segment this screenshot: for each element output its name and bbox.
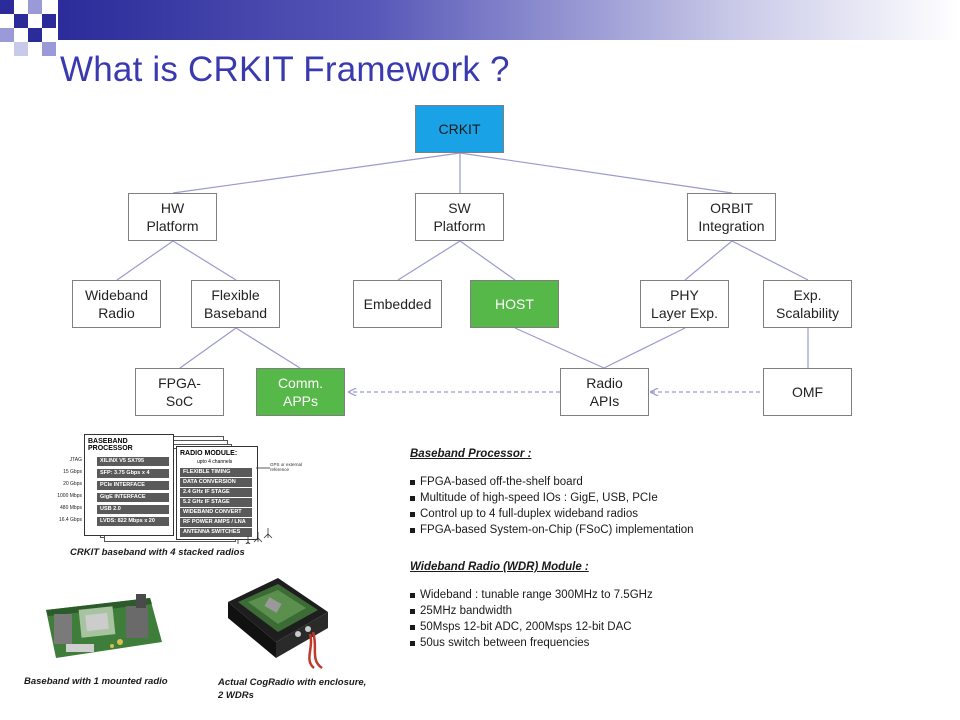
link-crkit-hw (172, 152, 461, 194)
wideband-radio-list: Wideband : tunable range 300MHz to 7.5GH… (410, 587, 653, 651)
bp-row: PCIe INTERFACE (97, 481, 169, 490)
stacked-radios-figure: BASEBAND PROCESSOR XILINX V5 SX795 SFP: … (48, 432, 323, 544)
rm-row: 5.2 GHz IF STAGE (180, 498, 252, 507)
node-hw-platform: HW Platform (128, 193, 217, 241)
node-embedded: Embedded (353, 280, 442, 328)
antenna-icon (237, 467, 273, 544)
node-exp-scalability: Exp. Scalability (763, 280, 852, 328)
link-flexible-fpga (179, 327, 237, 369)
node-orbit-integration: ORBIT Integration (687, 193, 776, 241)
rm-side-label: GPS or external reference (270, 462, 303, 472)
page-title: What is CRKIT Framework ? (60, 50, 510, 89)
bp-row: SFP: 3.75 Gbps x 4 (97, 469, 169, 478)
caption-enclosure: Actual CogRadio with enclosure, 2 WDRs (218, 677, 367, 701)
link-orbit-phy (684, 240, 733, 281)
rm-row: FLEXIBLE TIMING (180, 468, 252, 477)
baseband-processor-list: FPGA-based off-the-shelf board Multitude… (410, 474, 694, 538)
link-hw-wideband (116, 240, 174, 281)
rm-row: RF POWER AMPS / LNA (180, 518, 252, 527)
bp-side-label: 15 Gbps (63, 469, 82, 475)
link-sw-host (459, 240, 516, 281)
bp-side-label: 16.4 Gbps (58, 517, 82, 523)
list-item: Control up to 4 full-duplex wideband rad… (410, 506, 694, 522)
bp-side-label: JTAG (69, 457, 82, 463)
bp-side-label: 1000 Mbps (57, 493, 82, 499)
rm-row: DATA CONVERSION (180, 478, 252, 487)
node-host: HOST (470, 280, 559, 328)
list-item: FPGA-based off-the-shelf board (410, 474, 694, 490)
bp-row: XILINX V5 SX795 (97, 457, 169, 466)
link-phy-radio (603, 327, 686, 369)
wideband-radio-heading: Wideband Radio (WDR) Module : (410, 561, 589, 573)
bp-side-label: 480 Mbps (60, 505, 82, 511)
baseband-processor-panel: BASEBAND PROCESSOR XILINX V5 SX795 SFP: … (84, 434, 174, 536)
baseband-board-photo (46, 594, 162, 658)
title-gradient-bar (58, 0, 960, 40)
rm-title: RADIO MODULE: (180, 450, 238, 457)
node-sw-platform: SW Platform (415, 193, 504, 241)
bp-row: USB 2.0 (97, 505, 169, 514)
rm-subtitle: upto 4 channels (197, 459, 233, 465)
wideband-radio-section: Wideband Radio (WDR) Module : Wideband :… (410, 561, 653, 651)
link-hw-flexible (172, 240, 237, 281)
link-sw-embedded (397, 240, 461, 281)
node-flexible-baseband: Flexible Baseband (191, 280, 280, 328)
list-item: 50us switch between frequencies (410, 635, 653, 651)
baseband-processor-heading: Baseband Processor : (410, 448, 532, 460)
list-item: 50Msps 12-bit ADC, 200Msps 12-bit DAC (410, 619, 653, 635)
bp-title: BASEBAND PROCESSOR (88, 438, 133, 452)
caption-stacked: CRKIT baseband with 4 stacked radios (70, 547, 245, 558)
link-flexible-comm (235, 327, 301, 369)
bp-row: GigE INTERFACE (97, 493, 169, 502)
node-wideband-radio: Wideband Radio (72, 280, 161, 328)
baseband-processor-section: Baseband Processor : FPGA-based off-the-… (410, 448, 694, 538)
link-crkit-orbit (459, 152, 733, 194)
node-phy-layer-exp: PHY Layer Exp. (640, 280, 729, 328)
list-item: FPGA-based System-on-Chip (FSoC) impleme… (410, 522, 694, 538)
rm-row: ANTENNA SWITCHES (180, 528, 252, 537)
node-radio-apis: Radio APIs (560, 368, 649, 416)
bp-row: LVDS: 822 Mbps x 20 (97, 517, 169, 526)
rm-row: 2.4 GHz IF STAGE (180, 488, 252, 497)
list-item: Multitude of high-speed IOs : GigE, USB,… (410, 490, 694, 506)
caption-mounted: Baseband with 1 mounted radio (24, 676, 168, 687)
node-fpga-soc: FPGA- SoC (135, 368, 224, 416)
node-omf: OMF (763, 368, 852, 416)
link-host-radio (514, 327, 605, 369)
node-crkit: CRKIT (415, 105, 504, 153)
bp-side-label: 20 Gbps (63, 481, 82, 487)
link-orbit-exp (731, 240, 809, 281)
rm-row: WIDEBAND CONVERT (180, 508, 252, 517)
node-comm-apps: Comm. APPs (256, 368, 345, 416)
list-item: Wideband : tunable range 300MHz to 7.5GH… (410, 587, 653, 603)
cogradio-enclosure-photo (228, 578, 328, 670)
list-item: 25MHz bandwidth (410, 603, 653, 619)
radio-module-panel: RADIO MODULE: upto 4 channels FLEXIBLE T… (176, 446, 258, 540)
